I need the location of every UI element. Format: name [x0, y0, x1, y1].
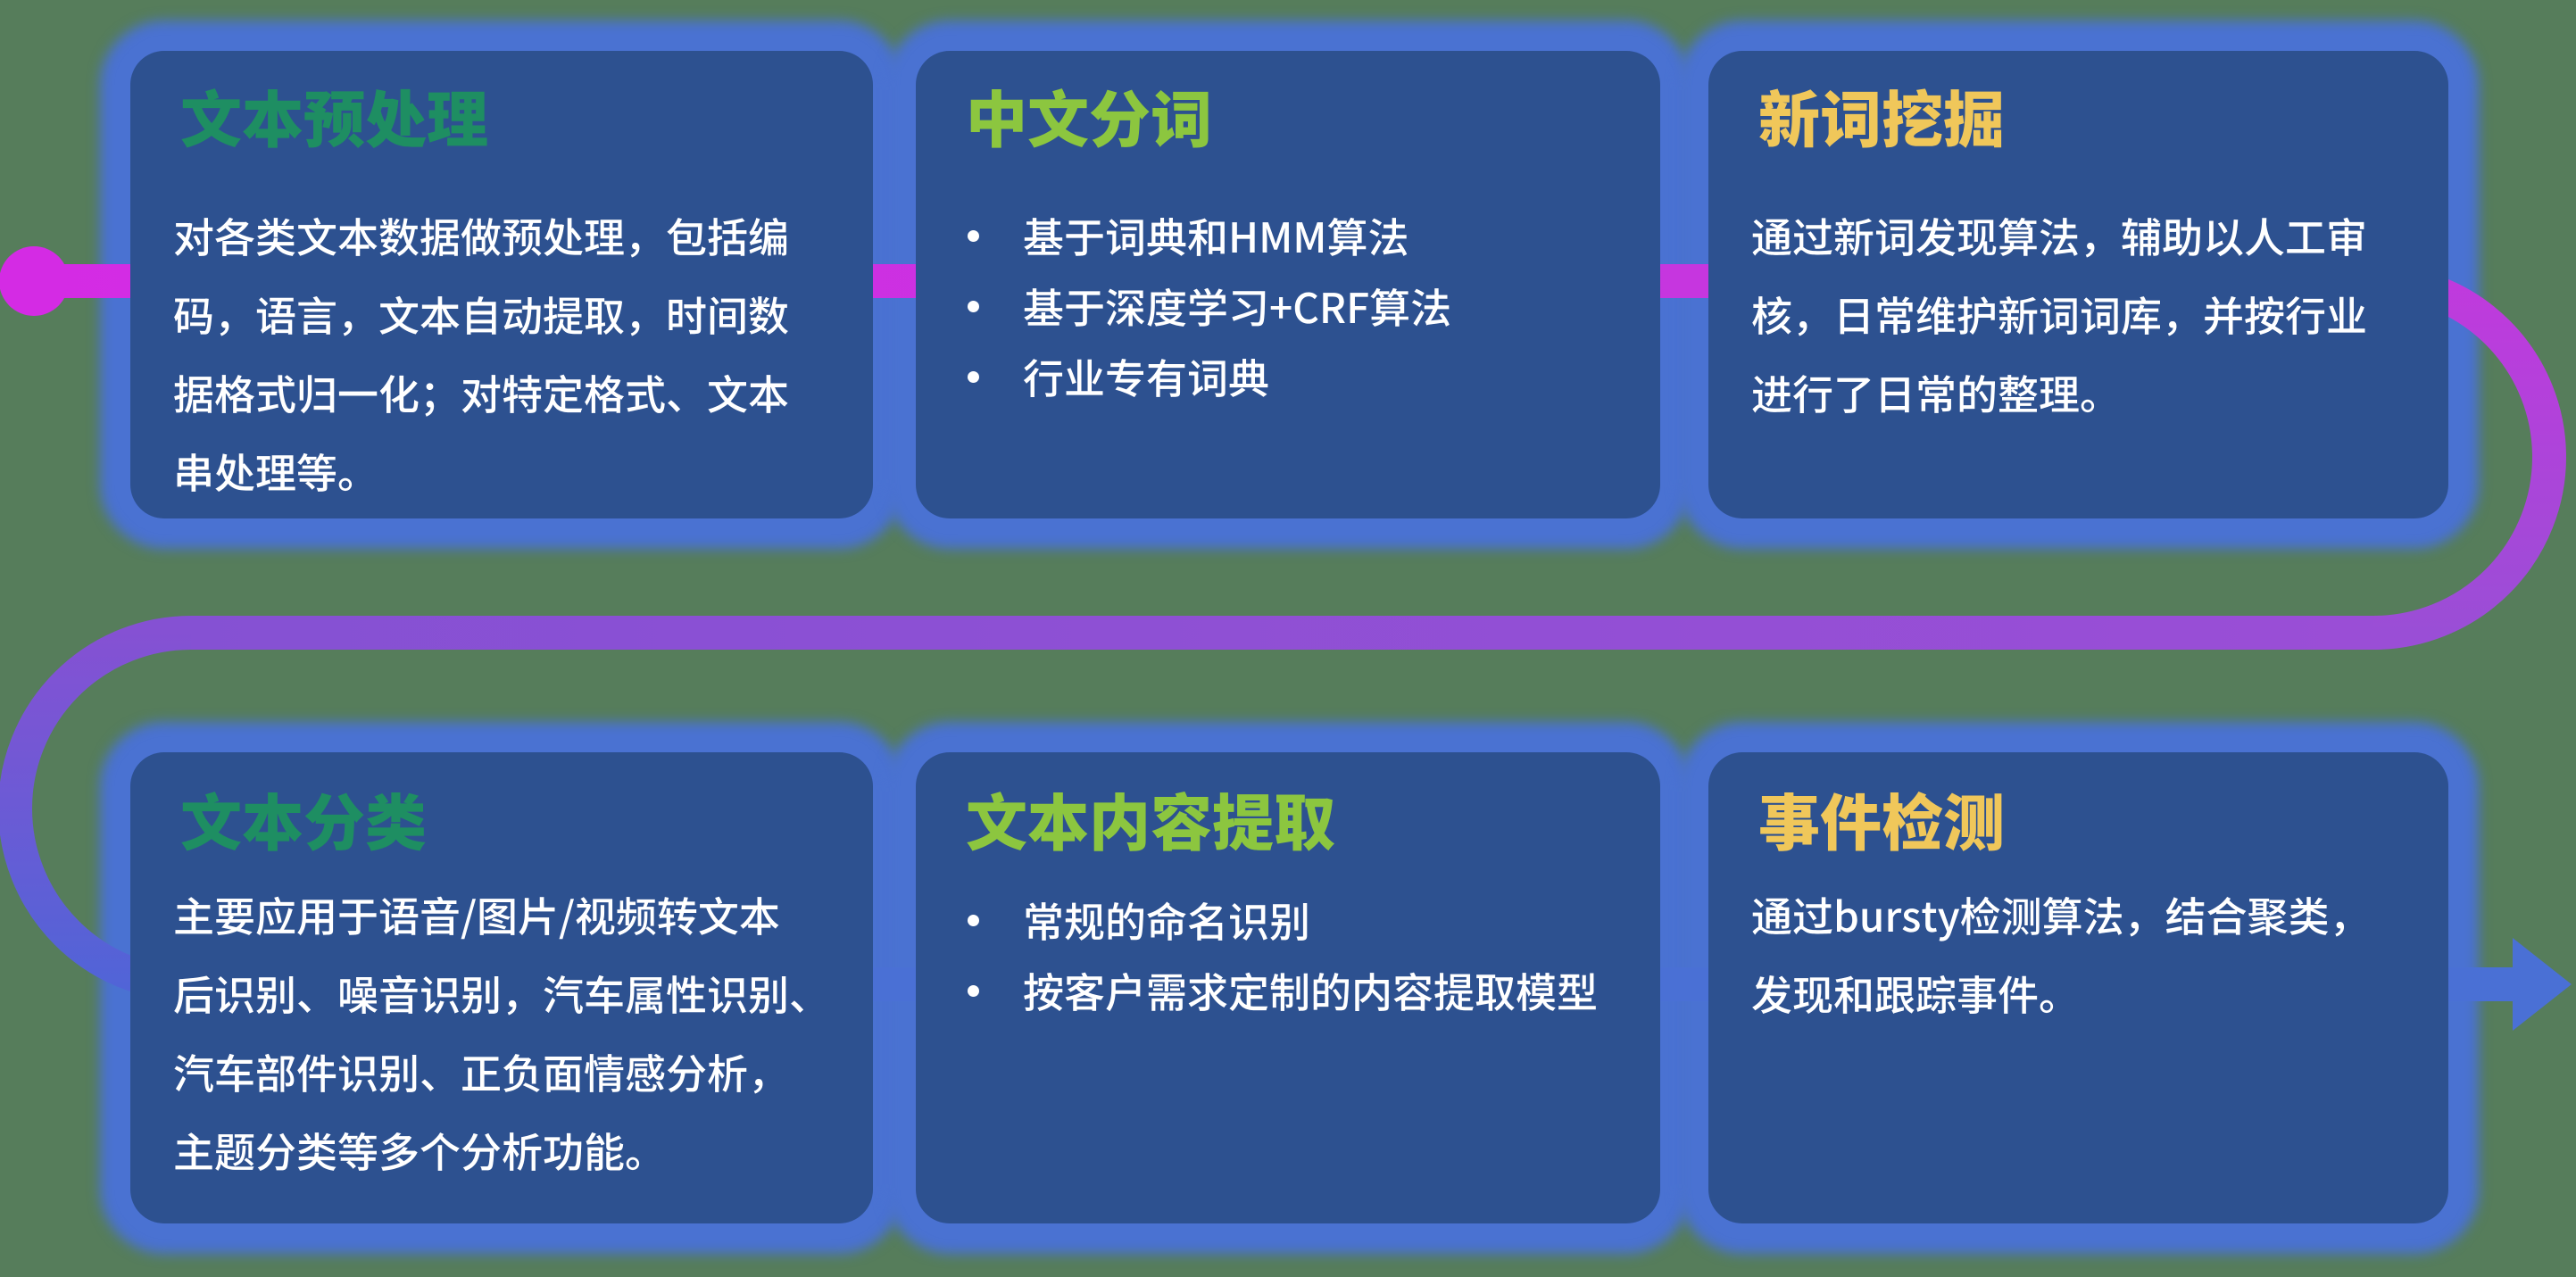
flow-arrow-head: [2513, 938, 2572, 1031]
bullet-text: 行业专有词典: [1023, 347, 1269, 406]
bullet-dot-icon: [968, 301, 979, 312]
card-text-preprocessing: 文本预处理 对各类文本数据做预处理，包括编 码，语言，文本自动提取，时间数 据格…: [130, 51, 873, 518]
bullet-item: 常规的命名识别: [965, 885, 1642, 956]
bullet-item: 行业专有词典: [965, 342, 1642, 412]
bullet-text: 按客户需求定制的内容提取模型: [1023, 961, 1598, 1020]
card-title: 文本分类: [180, 774, 427, 863]
bullet-dot-icon: [968, 230, 979, 242]
card-body: 主要应用于语音/图片/视频转文本 后识别、噪音识别，汽车属性识别、 汽车部件识别…: [173, 885, 830, 1180]
card-bullets: 基于词典和HMM算法 基于深度学习+CRF算法 行业专有词典: [965, 201, 1642, 412]
bullet-dot-icon: [968, 371, 979, 383]
card-text-content-extraction: 文本内容提取 常规的命名识别 按客户需求定制的内容提取模型: [916, 752, 1660, 1223]
card-title: 新词挖掘: [1758, 70, 2005, 160]
bullet-item: 基于词典和HMM算法: [965, 201, 1642, 271]
bullet-item: 按客户需求定制的内容提取模型: [965, 956, 1642, 1026]
flow-start-dot: [0, 246, 69, 316]
flow-left-uturn: [0, 616, 192, 1001]
card-event-detection: 事件检测 通过bursty检测算法，结合聚类， 发现和跟踪事件。: [1708, 752, 2448, 1223]
card-title: 中文分词: [966, 70, 1212, 160]
card-chinese-word-segmentation: 中文分词 基于词典和HMM算法 基于深度学习+CRF算法 行业专有词典: [916, 51, 1660, 518]
card-bullets: 常规的命名识别 按客户需求定制的内容提取模型: [965, 885, 1642, 1026]
bullet-dot-icon: [968, 915, 979, 926]
bullet-text: 基于词典和HMM算法: [1023, 206, 1409, 265]
card-body: 通过新词发现算法，辅助以人工审 核，日常维护新词词库，并按行业 进行了日常的整理…: [1751, 206, 2367, 422]
bullet-text: 常规的命名识别: [1023, 891, 1310, 949]
card-body: 通过bursty检测算法，结合聚类， 发现和跟踪事件。: [1751, 885, 2371, 1023]
bullet-dot-icon: [968, 985, 979, 997]
card-text-classification: 文本分类 主要应用于语音/图片/视频转文本 后识别、噪音识别，汽车属性识别、 汽…: [130, 752, 873, 1223]
card-body: 对各类文本数据做预处理，包括编 码，语言，文本自动提取，时间数 据格式归一化；对…: [173, 206, 789, 501]
bullet-item: 基于深度学习+CRF算法: [965, 271, 1642, 342]
card-new-word-mining: 新词挖掘 通过新词发现算法，辅助以人工审 核，日常维护新词词库，并按行业 进行了…: [1708, 51, 2448, 518]
card-title: 文本预处理: [180, 70, 488, 160]
card-title: 文本内容提取: [966, 774, 1335, 863]
card-title: 事件检测: [1758, 774, 2005, 863]
flow-right-uturn: [2372, 264, 2566, 650]
bullet-text: 基于深度学习+CRF算法: [1023, 277, 1452, 336]
